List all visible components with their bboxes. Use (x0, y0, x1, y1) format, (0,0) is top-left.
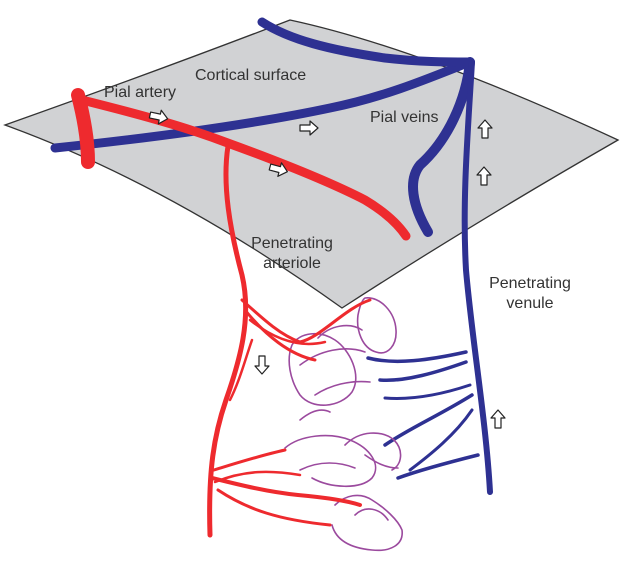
label-cortical-surface: Cortical surface (195, 67, 306, 84)
arteriole-branch-4 (210, 476, 362, 507)
outline-arrow-icon (476, 166, 492, 186)
label-penetrating-venule-line2: venule (506, 295, 553, 312)
capillary-loop-3 (299, 348, 366, 366)
capillary-network (284, 297, 403, 552)
capillary-loop-4 (314, 380, 371, 396)
arteriole-branch-5 (212, 448, 287, 472)
arteriole-branch-2 (243, 308, 317, 362)
venule-branch-3 (383, 393, 474, 447)
pial-vein-descending (408, 57, 475, 237)
outline-arrow-icon (477, 119, 493, 139)
label-penetrating-arteriole-line2: arteriole (263, 255, 321, 272)
capillary-loop-5 (317, 324, 363, 339)
pial-vein-long (50, 57, 475, 153)
outline-arrow-icon (490, 409, 506, 429)
outline-arrow-icon (299, 120, 319, 136)
penetrating-arteriole-trunk (207, 143, 249, 538)
capillary-loop-8 (299, 462, 356, 471)
label-penetrating-venule-line1: Penetrating (489, 275, 571, 292)
capillary-loop-11 (364, 454, 399, 469)
arteriole-branch-3 (248, 318, 327, 346)
pial-veins (50, 17, 475, 237)
arteriole-branch-7 (213, 470, 302, 484)
outline-arrow-icon (254, 355, 270, 375)
capillary-loop-1 (288, 332, 357, 406)
venule-branch-4 (396, 453, 480, 480)
label-penetrating-arteriole-line1: Penetrating (251, 235, 333, 252)
capillary-loop-9 (331, 494, 403, 552)
label-pial-artery: Pial artery (104, 84, 176, 101)
venule-branch-5 (408, 408, 474, 472)
capillary-loop-10 (354, 508, 389, 521)
pial-vein-top (257, 17, 475, 67)
flow-arrows (148, 109, 506, 429)
arteriole-branch-6 (216, 488, 332, 527)
venule-branch-2 (378, 360, 468, 383)
capillary-loop-6 (284, 434, 377, 488)
pial-artery-main (77, 95, 411, 241)
venule-branch-6 (383, 383, 472, 400)
capillary-loop-2 (356, 297, 397, 354)
outline-arrow-icon (148, 109, 169, 125)
arteriole-branch-1 (240, 298, 372, 344)
outline-arrow-icon (268, 162, 288, 177)
arteriole-branch-8 (228, 338, 254, 402)
capillary-loop-7 (344, 432, 402, 471)
capillary-loop-12 (299, 409, 331, 421)
penetrating-venule-trunk (461, 59, 493, 495)
label-pial-veins: Pial veins (370, 109, 438, 126)
venule-branch-1 (366, 350, 468, 364)
arterial-tree (71, 88, 411, 538)
